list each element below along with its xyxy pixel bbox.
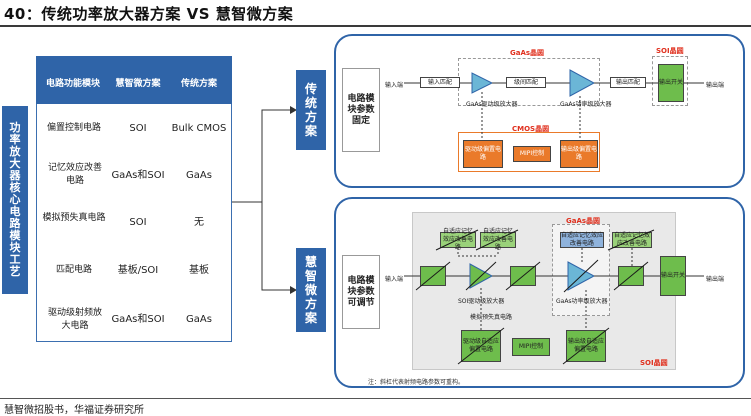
- connector-to-traditional: [232, 109, 290, 203]
- table-cell-traditional: GaAs: [186, 170, 212, 181]
- reconfigurable-slash-icon: [505, 261, 541, 291]
- output-switch-block: 输出开关: [658, 64, 684, 102]
- cmos-wafer-region: [458, 132, 600, 172]
- reconfigurable-slash-icon: [607, 229, 655, 251]
- table-header: [36, 56, 232, 104]
- table-cell-traditional: 无: [194, 217, 204, 228]
- memory-effect-block: 自适应记忆效应改善电路: [560, 232, 604, 248]
- input-label: 输入端: [385, 276, 404, 283]
- table-cell-huizhiwei: SOI: [129, 217, 147, 228]
- table-cell-huizhiwei: SOI: [129, 123, 147, 134]
- power-amp-icon: [569, 69, 596, 97]
- table-cell-huizhiwei: GaAs和SOI: [111, 314, 165, 325]
- reconfigurable-slash-icon: [435, 229, 479, 251]
- table-cell-module: 记忆效应改善电路: [47, 163, 102, 186]
- reconfigurable-slash-icon: [457, 327, 505, 365]
- driver-amp-icon: [471, 72, 494, 94]
- reconfigurable-slash-icon: [562, 327, 610, 365]
- table-cell-module: 驱动级射频放大电路: [47, 308, 102, 331]
- table-cell-module: 匹配电路: [55, 265, 92, 275]
- soi-wafer-title: SOI晶圆: [656, 47, 684, 55]
- table-cell-huizhiwei: GaAs和SOI: [111, 170, 165, 181]
- table-header-module: 电路功能模块: [45, 79, 100, 89]
- traditional-panel: [334, 34, 745, 188]
- arrow-label-huizhiwei: 慧智微方案: [296, 248, 326, 332]
- table-header-huizhiwei: 慧智微方案: [115, 79, 161, 89]
- output-match-block: 输出匹配: [610, 77, 646, 88]
- left-vertical-label: 功率放大器核心电路模块工艺: [2, 106, 28, 294]
- arrow-label-traditional: 传统方案: [296, 70, 326, 150]
- footnote: 注：斜杠代表射频电路参数可重构。: [368, 379, 465, 386]
- output-label: 输出端: [706, 82, 725, 89]
- driver-amp-label: GaAs驱动级放大器: [466, 101, 518, 108]
- reconfigurable-slash-icon: [475, 229, 519, 251]
- reconfigurable-slash-icon: [465, 261, 497, 291]
- source-note: 慧智微招股书，华福证券研究所: [4, 405, 144, 416]
- table-cell-huizhiwei: 基板/SOI: [117, 265, 159, 276]
- mipi-control-block: MIPI控制: [512, 338, 550, 356]
- table-cell-traditional: Bulk CMOS: [171, 123, 227, 134]
- arrowhead-icon: [290, 286, 297, 294]
- panel-side-label: 电路模块参数固定: [342, 68, 380, 152]
- output-switch-block: 输出开关: [660, 256, 686, 296]
- title-rule: [0, 25, 751, 27]
- connector-to-huizhiwei: [261, 202, 290, 291]
- output-label: 输出端: [706, 276, 725, 283]
- footer-rule: [0, 398, 751, 399]
- power-amp-label: GaAs功率级放大器: [560, 101, 612, 108]
- soi-wafer-region: [652, 56, 688, 106]
- table-cell-module: 偏置控制电路: [46, 123, 101, 133]
- input-label: 输入端: [385, 82, 404, 89]
- reconfigurable-slash-icon: [613, 261, 649, 291]
- table-cell-module: 模拟预失真电路: [42, 213, 106, 223]
- gaas-wafer-title: GaAs晶圆: [510, 49, 545, 57]
- arrowhead-icon: [290, 106, 297, 114]
- interstage-match-block: 级间匹配: [506, 77, 546, 88]
- predistortion-label: 模拟预失真电路: [470, 314, 513, 321]
- reconfigurable-slash-icon: [415, 261, 451, 291]
- table-cell-traditional: 基板: [189, 265, 209, 276]
- cmos-wafer-title: CMOS晶圆: [512, 125, 550, 133]
- input-match-block: 输入匹配: [420, 77, 460, 88]
- gaas-power-amp-label: GaAs功率级放大器: [556, 298, 608, 305]
- table-cell-traditional: GaAs: [186, 314, 212, 325]
- soi-wafer-title: SOI晶圆: [640, 359, 668, 367]
- table-header-traditional: 传统方案: [180, 79, 217, 89]
- mipi-control-block: MIPI控制: [513, 146, 551, 162]
- output-bias-block: 输出级偏置电路: [560, 140, 598, 168]
- gaas-wafer-title: GaAs晶圆: [566, 217, 601, 225]
- driver-bias-block: 驱动级偏置电路: [463, 140, 503, 168]
- reconfigurable-slash-icon: [563, 259, 599, 293]
- figure-title: 40：传统功率放大器方案 VS 慧智微方案: [4, 5, 294, 23]
- panel-side-label: 电路模块参数可调节: [342, 255, 380, 329]
